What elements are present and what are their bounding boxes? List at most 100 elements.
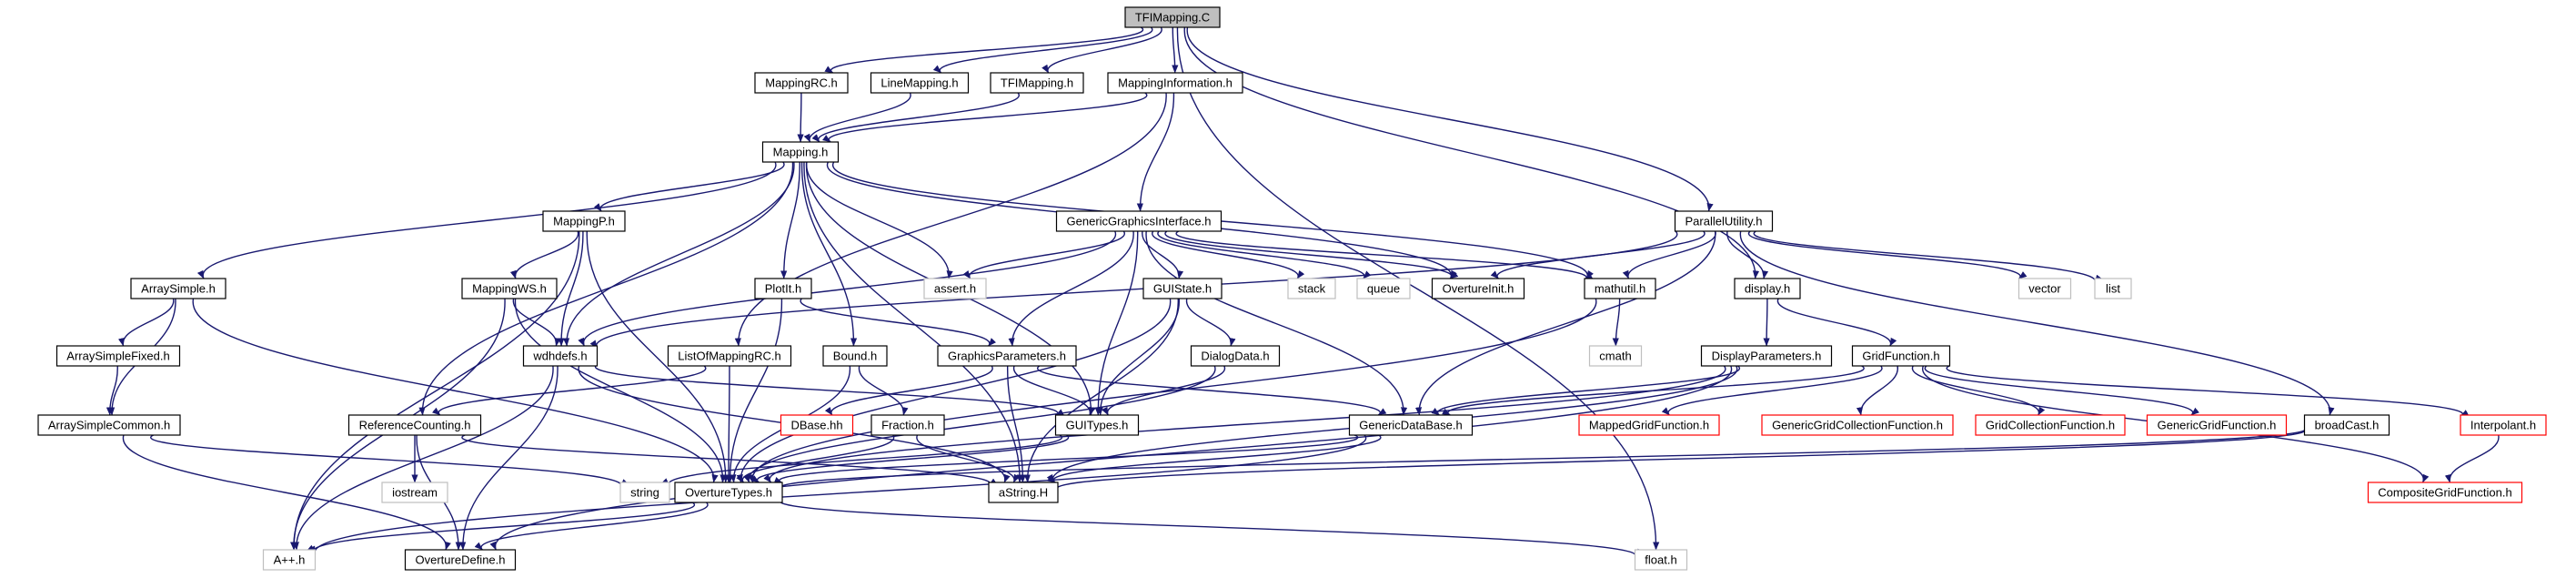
edge-fraction-h-to-astring-h bbox=[916, 434, 1021, 483]
node-cmath: cmath bbox=[1588, 345, 1643, 367]
edge-plotit-h-to-graphicsparameters-h bbox=[800, 298, 997, 347]
node-mapping-h[interactable]: Mapping.h bbox=[761, 141, 840, 163]
node-label: mathutil.h bbox=[1595, 282, 1645, 296]
edge-graphicsparameters-h-to-astring-h bbox=[1006, 365, 1027, 483]
node-gridcollectionfunction-h[interactable]: GridCollectionFunction.h bbox=[1975, 414, 2126, 436]
node-label: vector bbox=[2028, 282, 2061, 296]
node-box bbox=[923, 278, 987, 299]
node-label: iostream bbox=[392, 486, 438, 500]
node-dbase-hh[interactable]: DBase.hh bbox=[780, 414, 854, 436]
node-label: GraphicsParameters.h bbox=[948, 350, 1066, 363]
node-linemapping-h[interactable]: LineMapping.h bbox=[870, 72, 970, 94]
node-broadcast-h[interactable]: broadCast.h bbox=[2303, 414, 2390, 436]
node-display-h[interactable]: display.h bbox=[1734, 278, 1801, 299]
node-genericgridfunction-h[interactable]: GenericGridFunction.h bbox=[2146, 414, 2288, 436]
node-genericgridcollectionfunction-h[interactable]: GenericGridCollectionFunction.h bbox=[1761, 414, 1954, 436]
edge-mapping-h-to-plotit-h bbox=[780, 161, 800, 279]
node-fraction-h[interactable]: Fraction.h bbox=[870, 414, 945, 436]
node-guitypes-h[interactable]: GUITypes.h bbox=[1054, 414, 1140, 436]
edge-arraysimplecommon-h-to-string bbox=[150, 434, 629, 488]
edge-mappingrc-h-to-mapping-h bbox=[797, 92, 804, 143]
node-box bbox=[619, 482, 670, 503]
edge-genericgraphicsinterface-h-to-guitypes-h bbox=[1094, 230, 1139, 416]
edge-mappingws-h-to-wdhdefs-h bbox=[512, 298, 561, 347]
edge-genericgraphicsinterface-h-to-wdhdefs-h bbox=[578, 230, 1116, 347]
edge-genericgraphicsinterface-h-to-mathutil-h bbox=[1175, 230, 1594, 280]
node-label: DialogData.h bbox=[1201, 350, 1269, 363]
node-bound-h[interactable]: Bound.h bbox=[822, 345, 888, 367]
edge-plotit-h-to-overturetypes-h bbox=[726, 298, 783, 483]
node-wdhdefs-h[interactable]: wdhdefs.h bbox=[522, 345, 599, 367]
node-displayparameters-h[interactable]: DisplayParameters.h bbox=[1700, 345, 1833, 367]
edge-graphicsparameters-h-to-dbase-hh bbox=[824, 365, 993, 416]
node-box bbox=[1124, 6, 1221, 28]
node-box bbox=[2460, 414, 2547, 436]
edge-parallelutility-h-to-vector bbox=[1747, 230, 2028, 279]
edge-display-h-to-gridfunction-h bbox=[1777, 298, 1897, 347]
node-compositegridfunction-h[interactable]: CompositeGridFunction.h bbox=[2367, 482, 2523, 503]
edge-arraysimplefixed-h-to-arraysimplecommon-h bbox=[106, 365, 118, 416]
edge-guitypes-h-to-string bbox=[661, 434, 1063, 487]
node-box bbox=[1674, 210, 1774, 232]
edge-genericgraphicsinterface-h-to-genericdatabase-h bbox=[1145, 230, 1408, 416]
node-tfimapping-h[interactable]: TFIMapping.h bbox=[990, 72, 1084, 94]
node-parallelutility-h[interactable]: ParallelUtility.h bbox=[1674, 210, 1774, 232]
node-graphicsparameters-h[interactable]: GraphicsParameters.h bbox=[937, 345, 1077, 367]
node-mappingws-h[interactable]: MappingWS.h bbox=[461, 278, 558, 299]
node-box bbox=[1588, 345, 1643, 367]
node-plotit-h[interactable]: PlotIt.h bbox=[754, 278, 812, 299]
node-mathutil-h[interactable]: mathutil.h bbox=[1584, 278, 1656, 299]
edge-arraysimple-h-to-overturetypes-h bbox=[192, 298, 719, 483]
node-mappingrc-h[interactable]: MappingRC.h bbox=[754, 72, 849, 94]
edge-mappingp-h-to-overturetypes-h bbox=[586, 230, 730, 483]
node-box bbox=[37, 414, 181, 436]
node-label: Interpolant.h bbox=[2470, 419, 2536, 432]
node-box bbox=[1287, 278, 1336, 299]
node-dialogdata-h[interactable]: DialogData.h bbox=[1190, 345, 1281, 367]
node-box bbox=[1356, 278, 1411, 299]
node-genericdatabase-h[interactable]: GenericDataBase.h bbox=[1348, 414, 1474, 436]
edge-guistate-h-to-overturetypes-h bbox=[736, 298, 1172, 483]
node-arraysimplecommon-h[interactable]: ArraySimpleCommon.h bbox=[37, 414, 181, 436]
node-listofmappingrc-h[interactable]: ListOfMappingRC.h bbox=[667, 345, 792, 367]
edge-overturetypes-h-to-a-h bbox=[307, 502, 696, 553]
node-label: GenericGridFunction.h bbox=[2158, 419, 2277, 432]
node-interpolant-h[interactable]: Interpolant.h bbox=[2460, 414, 2547, 436]
node-label: float.h bbox=[1645, 553, 1676, 567]
edge-guistate-h-to-astring-h bbox=[1023, 298, 1179, 483]
node-label: DBase.hh bbox=[790, 419, 842, 432]
node-label: MappingP.h bbox=[553, 215, 615, 228]
edge-tfimapping-c-to-tfimapping-h bbox=[1041, 26, 1162, 74]
node-float-h: float.h bbox=[1634, 549, 1688, 571]
node-gridfunction-h[interactable]: GridFunction.h bbox=[1851, 345, 1951, 367]
node-overtureinit-h[interactable]: OvertureInit.h bbox=[1431, 278, 1525, 299]
node-genericgraphicsinterface-h[interactable]: GenericGraphicsInterface.h bbox=[1055, 210, 1223, 232]
node-mappingp-h[interactable]: MappingP.h bbox=[542, 210, 626, 232]
node-label: cmath bbox=[1599, 350, 1631, 363]
node-arraysimplefixed-h[interactable]: ArraySimpleFixed.h bbox=[55, 345, 181, 367]
node-box bbox=[674, 482, 783, 503]
node-box bbox=[761, 141, 840, 163]
node-label: string bbox=[630, 486, 659, 500]
edge-guistate-h-to-dialogdata-h bbox=[1186, 298, 1236, 347]
node-mappinginformation-h[interactable]: MappingInformation.h bbox=[1107, 72, 1243, 94]
edge-mapping-h-to-mappingp-h bbox=[593, 161, 785, 212]
edge-fraction-h-to-overturetypes-h bbox=[736, 434, 895, 483]
node-overturedefine-h[interactable]: OvertureDefine.h bbox=[404, 549, 517, 571]
node-label: OvertureInit.h bbox=[1443, 282, 1514, 296]
node-box bbox=[990, 72, 1084, 94]
node-box bbox=[542, 210, 626, 232]
edge-display-h-to-displayparameters-h bbox=[1763, 298, 1770, 347]
node-guistate-h[interactable]: GUIState.h bbox=[1142, 278, 1223, 299]
node-referencecounting-h[interactable]: ReferenceCounting.h bbox=[347, 414, 482, 436]
node-box bbox=[1851, 345, 1951, 367]
node-astring-h[interactable]: aString.H bbox=[988, 482, 1059, 503]
edge-parallelutility-h-to-wdhdefs-h bbox=[589, 230, 1678, 349]
edge-mathutil-h-to-overturetypes-h bbox=[747, 298, 1597, 483]
node-overturetypes-h[interactable]: OvertureTypes.h bbox=[674, 482, 783, 503]
edge-gridfunction-h-to-genericgridcollectionfunction-h bbox=[1856, 365, 1898, 416]
node-mappedgridfunction-h[interactable]: MappedGridFunction.h bbox=[1578, 414, 1720, 436]
node-box bbox=[1975, 414, 2126, 436]
node-arraysimple-h[interactable]: ArraySimple.h bbox=[130, 278, 226, 299]
